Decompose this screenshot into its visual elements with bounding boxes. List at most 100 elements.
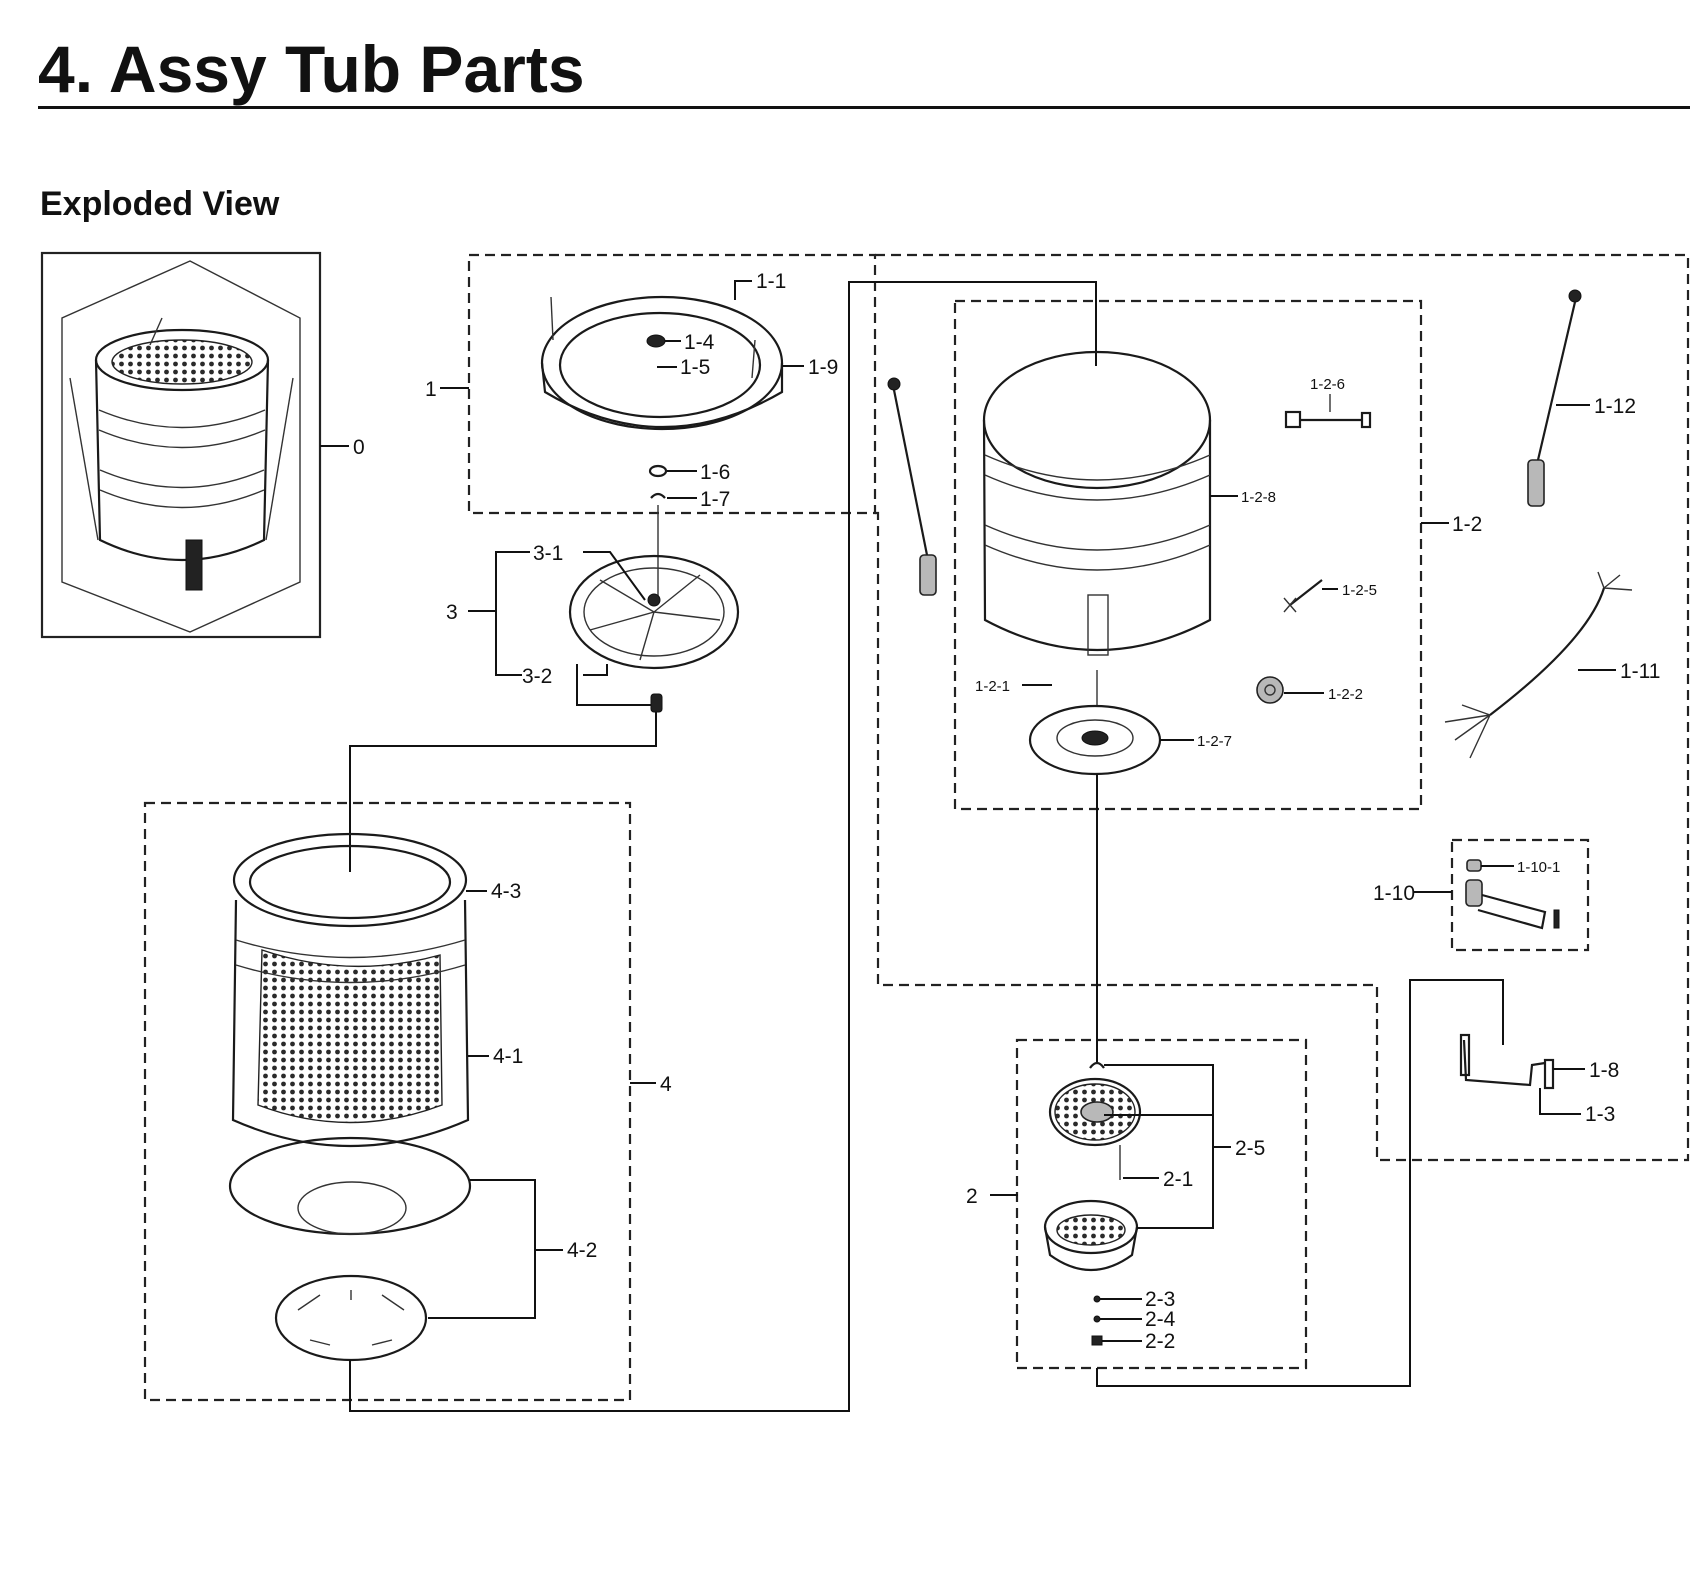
callout-1-10-1: 1-10-1 [1517,859,1560,876]
callout-1-6: 1-6 [700,461,730,484]
bearing-center [1081,730,1109,746]
callout-1-7: 1-7 [700,488,730,511]
screw-shaft [1289,579,1323,606]
outer-tub-body [982,419,1212,652]
bracket-left-post [1459,1033,1471,1077]
group-box-2 [1015,1038,1308,1370]
part-1-8-bracket [1459,1033,1555,1090]
inner-tub-bands [235,939,466,984]
callout-1: 1 [425,378,437,401]
overview-rod-rear [149,317,163,346]
harness-main [1489,587,1606,716]
leader-3-1 [583,551,646,601]
bracket-4-2 [428,1179,536,1319]
assembly-overview-0 [40,251,322,639]
group-box-1-10 [1450,838,1590,952]
part-1-1-tub-cover [540,295,784,431]
callout-1-5: 1-5 [680,356,710,379]
rotor-cup [1043,1226,1139,1272]
callout-1-4: 1-4 [684,331,715,354]
callout-0: 0 [353,436,365,459]
part-1-6-washer [648,464,668,478]
tub-cover-inner [558,311,762,419]
part-2-3-washer [1093,1295,1101,1303]
callout-4: 4 [660,1073,672,1096]
part-rotor [1043,1199,1139,1272]
rod-right-damper [1527,459,1545,507]
overview-hex-outline [61,260,301,633]
part-3-2-bolt [650,693,663,713]
leader-3-2b [576,664,651,706]
callout-1-2-6: 1-2-6 [1310,376,1345,393]
pulsator-hub [647,593,661,607]
inner-tub-shell [231,899,470,1148]
tub-cover-screw-right [751,339,756,379]
part-1-2-7-bearing-housing [1028,704,1162,776]
overview-tub-bands [98,409,266,509]
callout-1-9: 1-9 [808,356,838,379]
hose-clip [1553,909,1560,929]
overview-rod-left [69,377,99,541]
leader-1-3 [1539,1088,1581,1115]
overview-tub-body [94,359,270,562]
connector-2-to-1-8 [1096,979,1504,1387]
balancer-outer [232,832,468,928]
callout-1-2-2: 1-2-2 [1328,686,1363,703]
callout-2: 2 [966,1185,978,1208]
part-4-1-inner-tub [231,899,470,1148]
bearing-ring [1056,719,1134,757]
hinge-right-block [1360,411,1372,429]
part-1-4-cap [646,334,666,348]
part-2-4-spacer [1093,1315,1101,1323]
tub-cover-screw-left [550,296,554,341]
pulsator-vanes [589,574,721,661]
callout-3: 3 [446,601,458,624]
callout-4-2: 4-2 [567,1239,597,1262]
bracket-body [1462,1039,1546,1087]
callout-1-12: 1-12 [1594,395,1636,418]
page-title: 4. Assy Tub Parts [38,32,585,106]
callout-3-1: 3-1 [533,542,563,565]
nut-body [1256,676,1284,704]
callout-1-10: 1-10 [1373,882,1415,905]
overview-tub-mesh [111,339,253,385]
callout-2-5: 2-5 [1235,1137,1265,1160]
callout-4-1: 4-1 [493,1045,523,1068]
overview-frame [40,251,322,639]
part-1-2-6-hinge [1284,394,1372,429]
tub-cover-skirt [540,362,784,428]
part-1-11-wire-harness [1444,571,1633,759]
callout-2-3: 2-3 [1145,1288,1175,1311]
overview-rod-right [265,377,294,541]
tub-flange-marks [297,1290,405,1346]
rod-left-damper [919,554,937,596]
page-header: 4. Assy Tub Parts Exploded View [38,32,1690,223]
pulsator-disc [568,554,740,670]
rod-left-top [887,377,901,391]
part-1-2-2-nut [1256,676,1284,704]
title-rule [38,106,1690,109]
stator-core [1080,1101,1114,1123]
callout-4-3: 4-3 [491,880,521,903]
part-1-12-suspension-rod [1527,289,1582,507]
tub-base-center [297,1181,407,1235]
hose-elbow [1465,879,1483,907]
section-subtitle: Exploded View [40,185,280,223]
group-box-1-2 [953,299,1423,811]
callout-1-2-5: 1-2-5 [1342,582,1377,599]
hose-body [1477,893,1547,930]
part-4-2-tub-base [228,1136,472,1362]
bracket-3 [495,551,530,676]
bracket-right-post [1543,1058,1555,1090]
callout-1-2: 1-2 [1452,513,1482,536]
callout-1-2-1: 1-2-1 [975,678,1010,695]
group-box-1-top [467,253,877,515]
rotor-mesh [1056,1214,1126,1246]
callout-1-2-7: 1-2-7 [1197,733,1232,750]
nut-hole [1264,684,1276,696]
part-2-5-stator [1048,1077,1142,1147]
rod-right-top [1568,289,1582,303]
part-4-3-balancer [232,832,468,928]
screw-head [1283,597,1297,613]
